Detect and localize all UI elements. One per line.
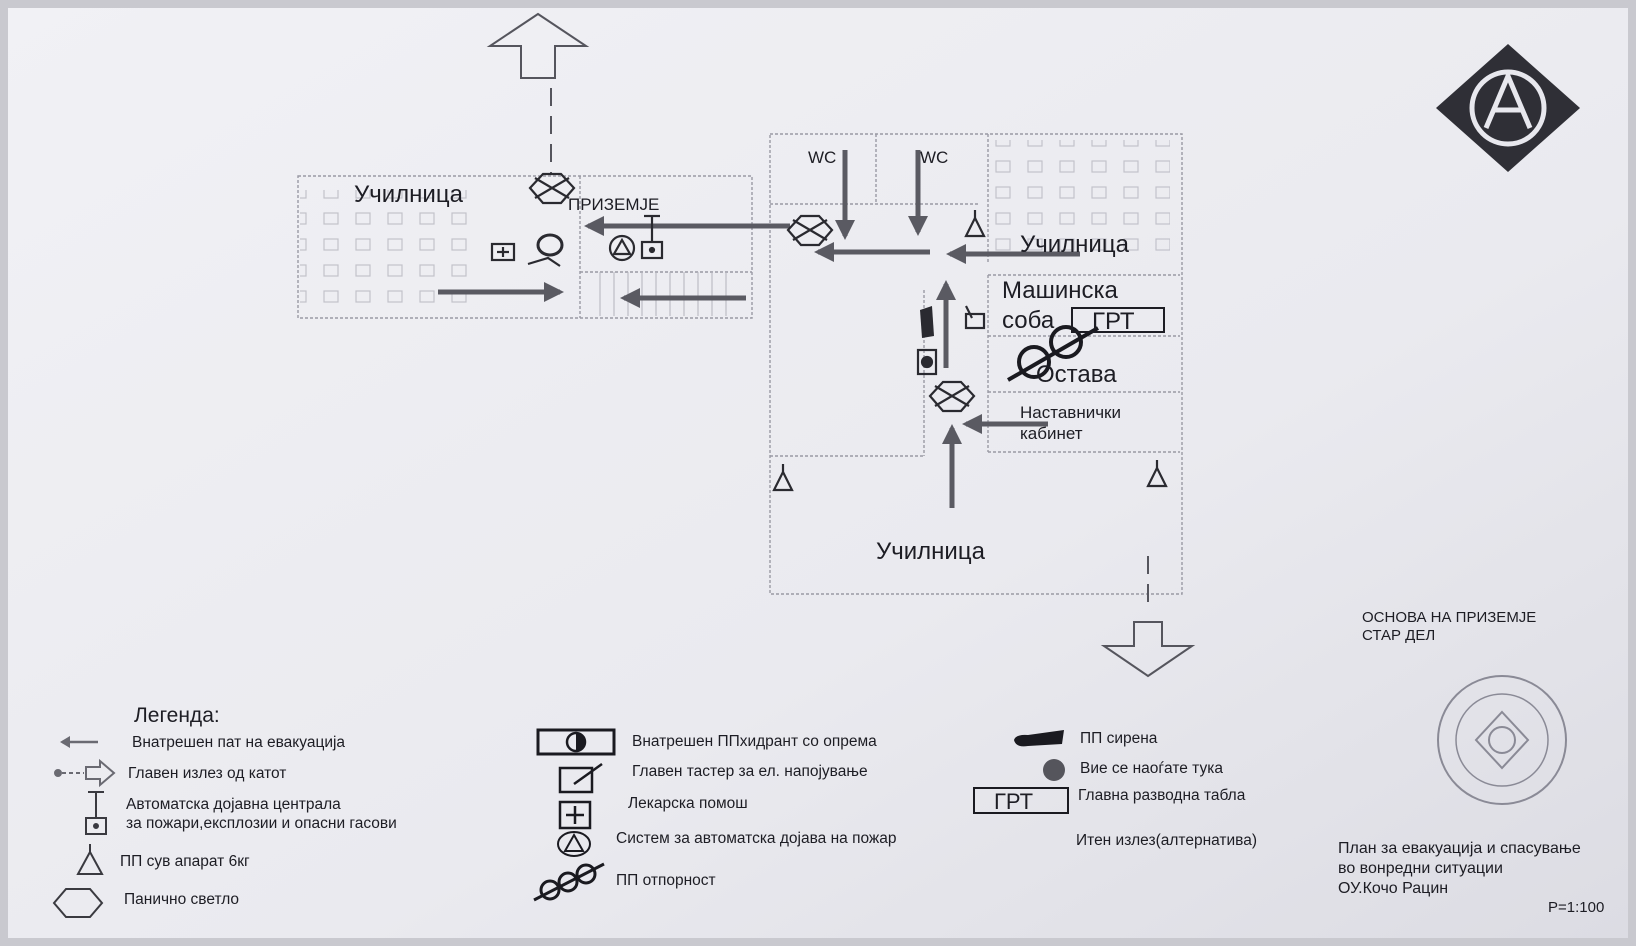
extinguisher-icon (772, 464, 794, 492)
paper-sheet (8, 8, 1628, 938)
legend-you-are-here: Вие се наоѓате тука (1080, 760, 1223, 777)
legend-inner-path-icon (60, 736, 98, 748)
legend-alt-exit: Итен излез(алтернатива) (1076, 832, 1257, 849)
school-logo-icon (1436, 44, 1580, 172)
extinguisher-icon (1146, 460, 1168, 488)
panic-light-icon (786, 214, 834, 247)
legend-first-aid-icon (558, 800, 592, 830)
legend-alarm-line1: Автоматска дојавна централа (126, 796, 341, 813)
legend-panic-light-icon (52, 888, 104, 918)
grt-box-plan (1071, 307, 1165, 333)
room-label-machine-room-2: соба (1002, 307, 1055, 334)
legend-alarm-central-icon (85, 791, 107, 835)
legend-hydrant: Внатрешен ППхидрант со опрема (632, 733, 877, 750)
plan-title-line1: ОСНОВА НА ПРИЗЕМЈЕ (1362, 609, 1536, 626)
legend-you-are-here-icon (1043, 759, 1065, 781)
room-label-wc-right: WC (920, 148, 948, 167)
evacuation-paths (438, 150, 1080, 508)
legend-fire-system-icon (557, 831, 591, 857)
footer-scale: Р=1:100 (1548, 899, 1604, 916)
plan-title-line2: СТАР ДЕЛ (1362, 627, 1435, 644)
legend-power-switch-icon (558, 762, 603, 794)
legend-resistance: ПП отпорност (616, 872, 716, 889)
legend-main-board: Главна разводна табла (1078, 787, 1246, 804)
legend-grt-box (973, 787, 1069, 814)
footer-line1: План за евакуација и спасување (1338, 840, 1581, 857)
wall-left-wing (297, 175, 753, 319)
legend-power-switch: Главен тастер за ел. напојување (632, 763, 868, 780)
fire-alarm-system-icon (608, 234, 636, 262)
room-label-classroom-right: Училница (1020, 231, 1130, 258)
legend-main-exit: Главен излез од катот (128, 765, 286, 782)
legend-first-aid: Лекарска помош (628, 795, 748, 812)
wall-right-block (769, 133, 1183, 595)
extinguisher-icon (964, 210, 986, 238)
legend-fire-system: Систем за автоматска дојава на пожар (616, 830, 897, 847)
legend-resistance-icon (533, 862, 605, 902)
legend-siren-icon (1014, 730, 1064, 747)
legend-siren: ПП сирена (1080, 730, 1158, 747)
main-exit-arrow-top (486, 12, 590, 174)
main-exit-arrow-bottom (1100, 556, 1196, 678)
room-label-classroom-top-left: Училница (354, 181, 464, 208)
siren-icon (920, 306, 934, 338)
footer-line3: ОУ.Кочо Рацин (1338, 880, 1448, 897)
room-label-storage: Остава (1036, 361, 1117, 388)
power-switch-icon (964, 305, 986, 330)
legend-alarm-line2: за пожари,експлозии и опасни гасови (126, 815, 397, 832)
legend-grt-label: ГРТ (994, 789, 1033, 814)
first-aid-icon (490, 242, 516, 262)
legend-extinguisher: ПП сув апарат 6кг (120, 853, 250, 870)
grt-label-plan: ГРТ (1092, 308, 1135, 335)
legend-hydrant-icon (536, 728, 616, 756)
legend-inner-path: Внатрешен пат на евакуација (132, 734, 345, 751)
legend-extinguisher-icon (76, 844, 104, 875)
room-label-machine-room: Машинска (1002, 277, 1119, 304)
footer-line2: во вонредни ситуации (1338, 860, 1503, 877)
room-label-teachers: Наставнички (1020, 403, 1121, 422)
panic-light-icon (928, 380, 976, 413)
legend-main-exit-icon (54, 758, 116, 788)
room-label-wc-left: WC (808, 148, 836, 167)
official-stamp-icon (1437, 675, 1567, 805)
hydrant-icon (527, 233, 564, 267)
legend-panic-light: Панично светло (124, 891, 239, 908)
room-label-classroom-bottom: Училница (876, 538, 986, 565)
room-label-teachers-2: кабинет (1020, 424, 1083, 443)
classroom-desks-right (990, 140, 1170, 255)
fire-resistance-icon (1006, 325, 1100, 382)
hydrant-box-icon (916, 348, 938, 376)
floor-label-ground: ПРИЗЕМЈЕ (568, 195, 659, 214)
legend-title: Легенда: (134, 704, 220, 727)
alarm-central-icon (640, 214, 664, 260)
panic-light-icon (528, 172, 576, 205)
